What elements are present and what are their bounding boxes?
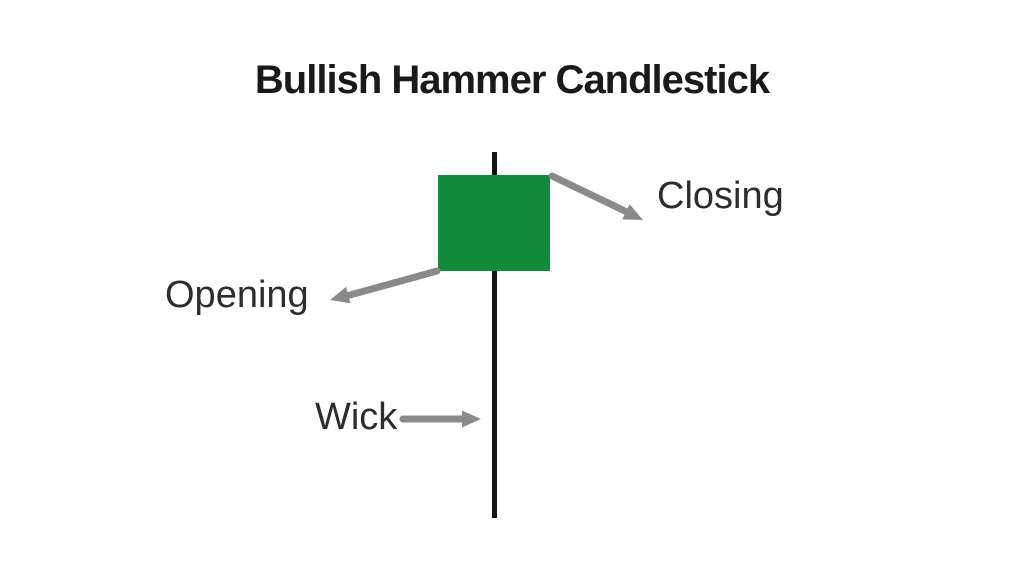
wick-arrow [399, 410, 481, 428]
opening-arrow-shaft [346, 267, 441, 299]
opening-arrowhead-icon [330, 286, 351, 304]
wick-arrowhead-icon [462, 410, 481, 428]
candle-body [438, 175, 550, 271]
wick-label: Wick [315, 396, 398, 438]
diagram-title: Bullish Hammer Candlestick [254, 58, 770, 102]
opening-label: Opening [165, 274, 309, 316]
closing-arrow-shaft [548, 172, 631, 216]
closing-arrow [548, 172, 643, 220]
opening-arrow [330, 267, 441, 304]
closing-label: Closing [657, 175, 784, 217]
closing-arrowhead-icon [622, 204, 643, 220]
